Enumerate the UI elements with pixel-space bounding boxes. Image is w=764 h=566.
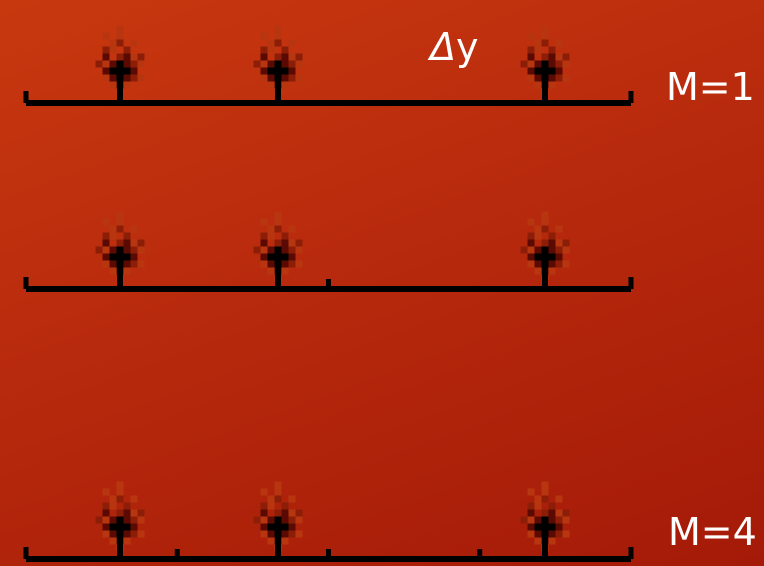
source-stem (117, 264, 123, 289)
array-row-3 (24, 482, 634, 563)
row-label-m1: M=1 (666, 68, 755, 106)
source-element (521, 212, 570, 290)
end-cap (24, 547, 29, 559)
source-element (254, 482, 303, 560)
source-stem (275, 534, 281, 559)
segment-divider (477, 549, 482, 559)
delta-y-label: Δy (430, 28, 479, 66)
segment-divider (326, 549, 331, 559)
end-cap (629, 277, 634, 289)
rows-layer (24, 26, 634, 563)
source-stem (117, 534, 123, 559)
row-label-m4: M=4 (668, 513, 757, 551)
baseline (26, 100, 631, 106)
end-cap (629, 91, 634, 103)
source-element (521, 26, 570, 104)
source-stem (275, 78, 281, 103)
end-cap (24, 91, 29, 103)
segment-divider (175, 549, 180, 559)
segment-divider (326, 279, 331, 289)
source-stem (542, 534, 548, 559)
source-element (254, 26, 303, 104)
delta-symbol: Δ (430, 25, 456, 69)
source-element (254, 212, 303, 290)
source-element (96, 26, 145, 104)
end-cap (629, 547, 634, 559)
array-row-2 (24, 212, 634, 293)
array-row-1 (24, 26, 634, 107)
source-stem (275, 264, 281, 289)
source-stem (542, 78, 548, 103)
delta-variable: y (456, 25, 479, 69)
source-element (96, 212, 145, 290)
source-stem (117, 78, 123, 103)
source-element (96, 482, 145, 560)
end-cap (24, 277, 29, 289)
source-stem (542, 264, 548, 289)
source-element (521, 482, 570, 560)
